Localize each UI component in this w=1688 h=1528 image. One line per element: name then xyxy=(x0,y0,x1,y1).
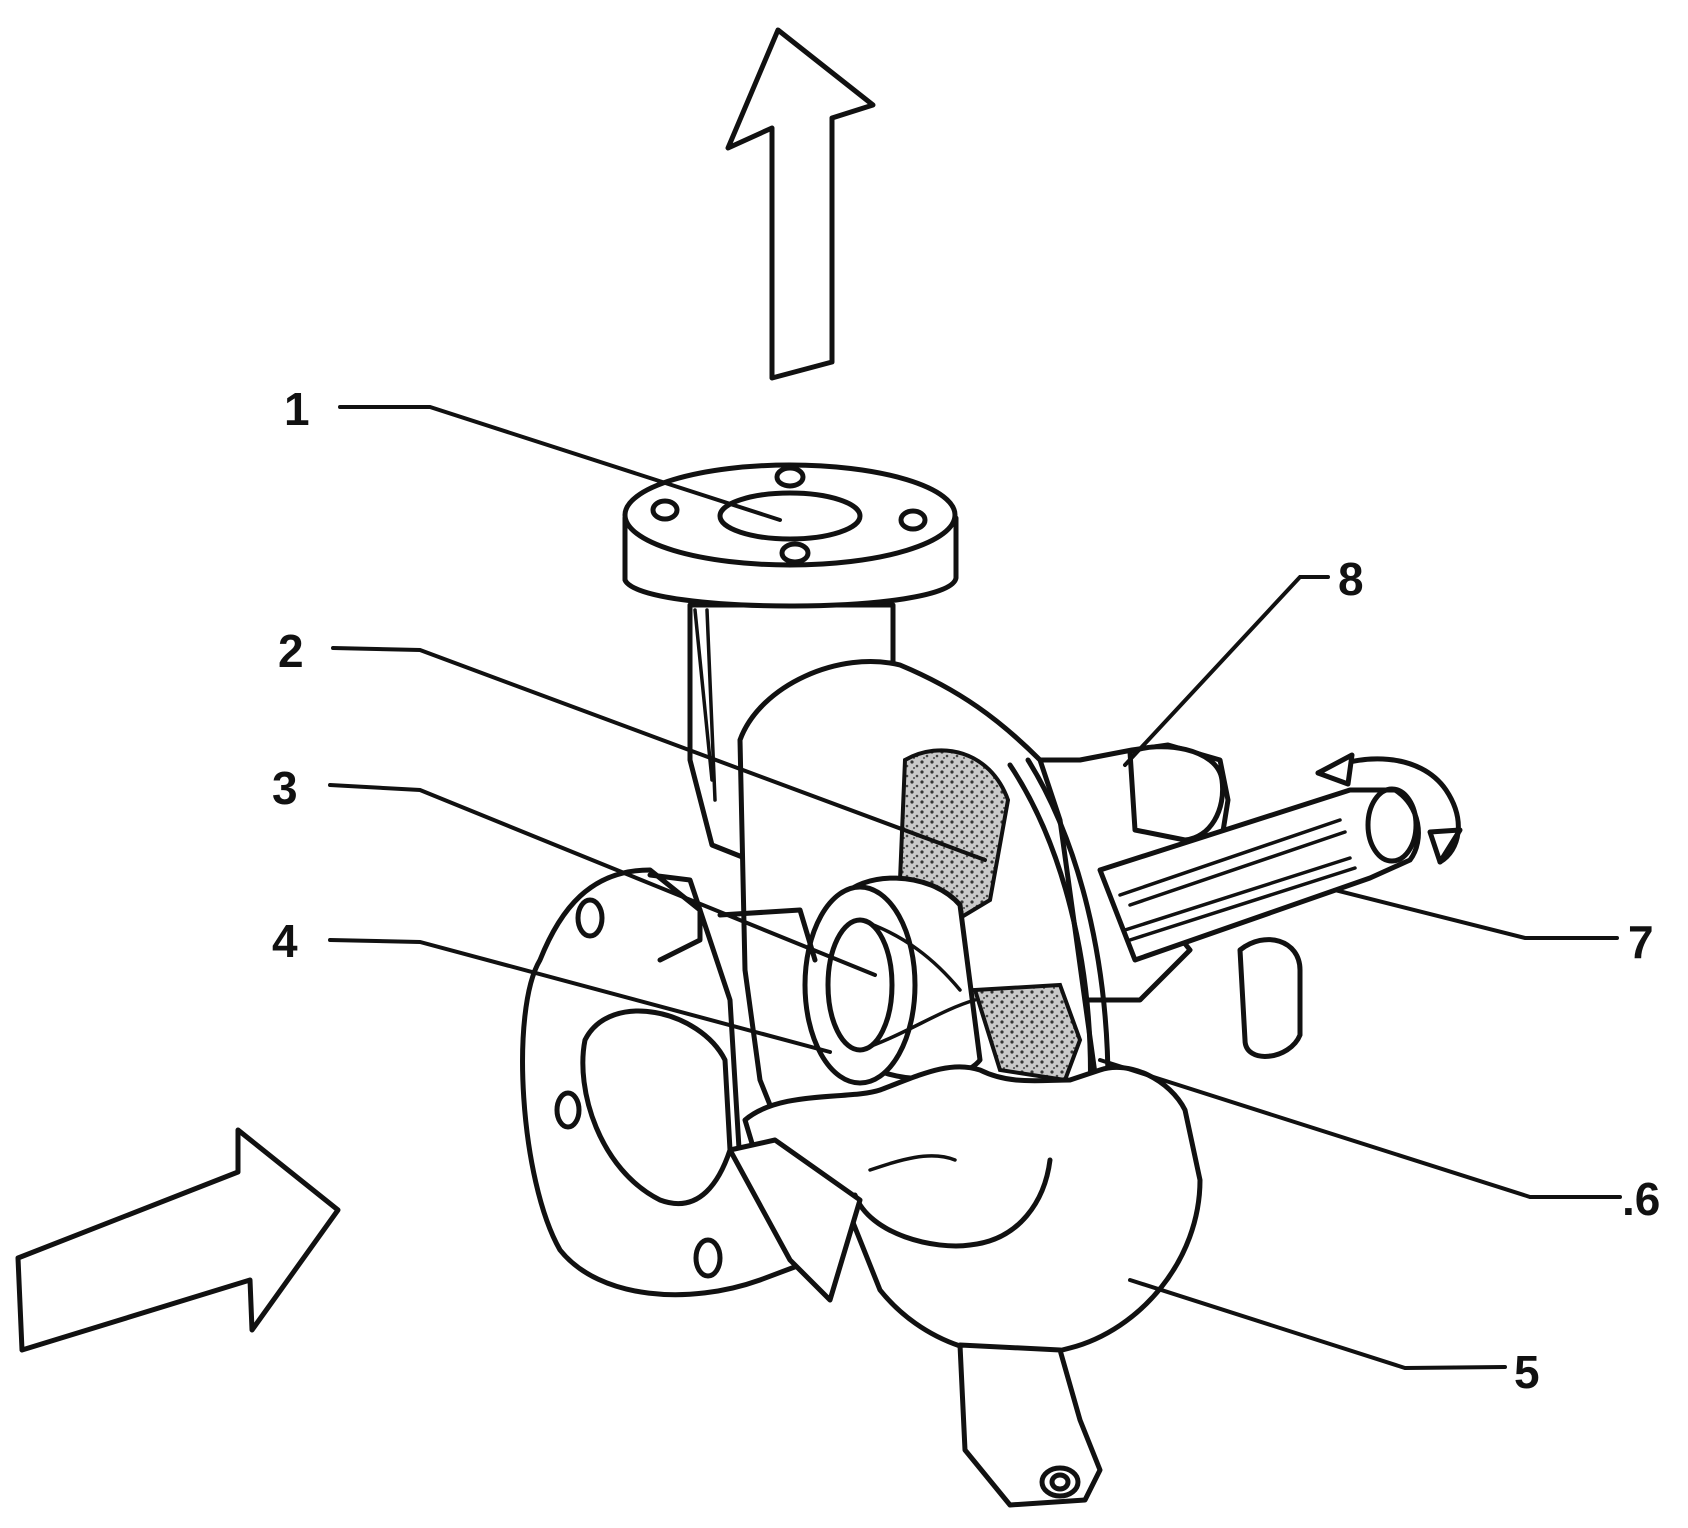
mounting-foot xyxy=(957,1342,1103,1508)
leader-line-2 xyxy=(331,646,987,862)
leader-line-8 xyxy=(1123,575,1330,767)
label-5: 5 xyxy=(1514,1346,1540,1398)
shaft-keyway xyxy=(1118,818,1357,942)
arrow-up-icon xyxy=(725,27,876,381)
leader-line-4 xyxy=(328,938,832,1054)
leader-line-5 xyxy=(1128,1278,1507,1371)
rotation-arrowhead-top xyxy=(1315,752,1355,787)
label-2: 2 xyxy=(278,625,304,677)
suction-opening xyxy=(580,1008,733,1207)
leader-line-7 xyxy=(1333,888,1619,940)
label-6: .6 xyxy=(1622,1173,1660,1225)
leader-line-1 xyxy=(338,405,782,522)
label-1: 1 xyxy=(284,383,310,435)
impeller-back-plate xyxy=(1007,762,1093,1103)
casing-wedge xyxy=(727,1137,863,1303)
rotation-arrowhead-bottom xyxy=(1427,827,1463,865)
leader-line-6 xyxy=(1098,1058,1622,1199)
label-7: 7 xyxy=(1628,916,1654,968)
discharge-flange-top xyxy=(622,462,958,568)
leader-line-3 xyxy=(328,783,877,977)
impeller-vane-lower xyxy=(972,982,1083,1083)
impeller-eye xyxy=(802,884,918,1086)
label-4: 4 xyxy=(272,915,298,967)
label-8: 8 xyxy=(1338,553,1364,605)
shaft-support-foot xyxy=(1237,937,1303,1059)
rotation-arrow-icon xyxy=(1315,756,1461,865)
label-3: 3 xyxy=(272,762,298,814)
arrow-right-icon xyxy=(15,1127,341,1353)
packing-gland xyxy=(1127,744,1226,843)
